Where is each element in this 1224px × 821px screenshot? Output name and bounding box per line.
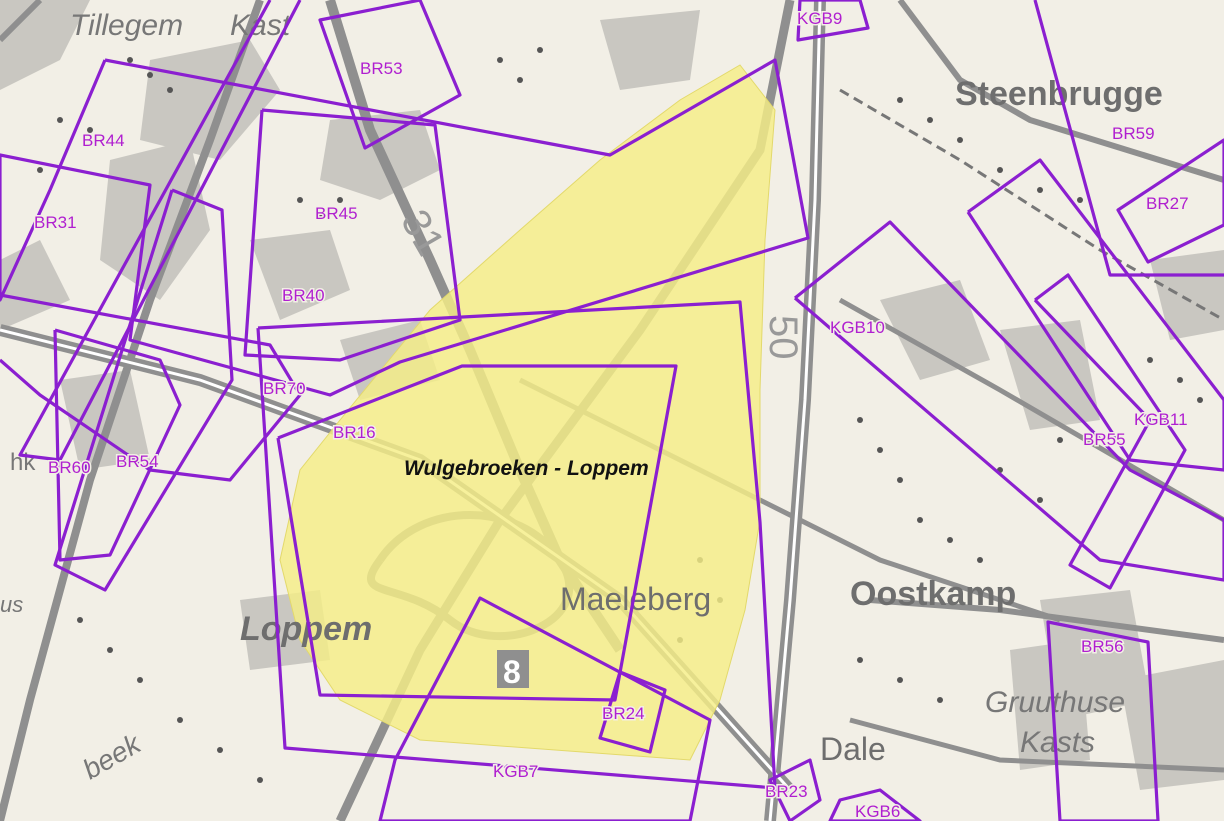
road-number-8: 8 [503,654,521,690]
boundary-kgb7[interactable] [378,596,712,821]
zone-label-br24: BR24 [602,704,645,723]
zone-label-br60: BR60 [48,458,91,477]
zone-label-kgb7: KGB7 [493,762,538,781]
building-dots [37,47,1203,783]
place-oostkamp: Oostkamp [850,575,1016,613]
boundary-br56[interactable] [1046,620,1160,821]
boundary-br31[interactable] [18,0,302,462]
boundary-br70[interactable] [256,300,777,790]
road-shield [497,650,529,688]
boundary-kgb10[interactable] [793,220,1224,582]
boundary-br24[interactable] [598,670,667,754]
boundary-kgb6[interactable] [828,788,922,821]
zone-label-br59: BR59 [1112,124,1155,143]
zone-label-br27: BR27 [1146,194,1189,213]
place-dale: Dale [820,731,886,767]
boundary-br23[interactable] [768,758,822,821]
zone-label-br44: BR44 [82,131,125,150]
boundary-br40[interactable] [0,293,302,482]
zone-label-br40: BR40 [282,286,325,305]
zone-label-br53: BR53 [360,59,403,78]
zone-label-kgb11: KGB11 [1134,410,1188,429]
place-tillegem: Tillegem [70,9,183,42]
zone-label-kgb10: KGB10 [830,318,885,337]
wulgebroeken-area[interactable] [279,64,776,761]
boundary-br27[interactable] [1116,138,1224,264]
boundary-br54[interactable] [53,328,182,562]
place-hoek: hk [10,449,36,476]
boundary-br55[interactable] [966,158,1224,472]
boundary-br45[interactable] [243,108,462,362]
zone-label-kgb9: KGB9 [797,9,842,28]
zone-label-br54: BR54 [116,452,159,471]
zone-label-br56: BR56 [1081,637,1124,656]
zone-label-br70: BR70 [263,379,306,398]
area-title: Wulgebroeken - Loppem [404,457,649,480]
zone-labels: KGB9 BR53 BR44 BR31 BR45 BR40 BR70 BR16 … [33,8,1191,821]
place-steenbrugge: Steenbrugge [955,75,1163,113]
boundary-br60[interactable] [53,188,234,592]
place-us: us [0,592,23,617]
boundary-kgb11[interactable] [1033,273,1187,590]
zone-label-br23: BR23 [765,782,808,801]
boundary-br16[interactable] [276,364,678,702]
railway [839,88,1224,322]
zone-label-br45: BR45 [315,204,358,223]
zone-label-br55: BR55 [1083,430,1126,449]
zone-label-br16: BR16 [333,423,376,442]
road-number-50: 50 [761,315,805,360]
zone-label-br31: BR31 [34,213,77,232]
boundary-br59[interactable] [1033,0,1224,277]
zone-label-kgb6: KGB6 [855,802,900,821]
boundary-kgb9[interactable] [796,0,870,42]
